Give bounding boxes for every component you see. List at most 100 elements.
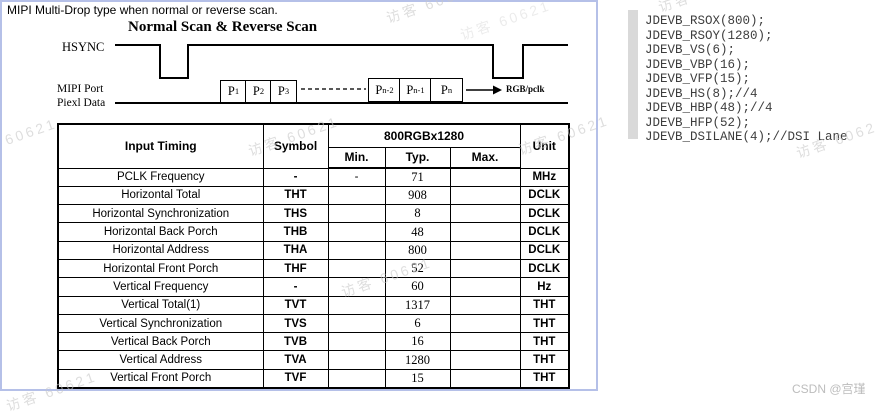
header-input-timing: Input Timing xyxy=(57,123,264,169)
cell-label: Vertical Back Porch xyxy=(57,332,264,352)
cell-min: - xyxy=(327,167,386,187)
cell-max xyxy=(449,350,521,370)
header-unit: Unit xyxy=(519,123,570,169)
cell-label: Vertical Front Porch xyxy=(57,368,264,389)
cell-symbol: TVA xyxy=(262,350,329,370)
cell-typ: 71 xyxy=(384,167,451,187)
cell-unit: MHz xyxy=(519,167,570,187)
input-timing-table: Input Timing Symbol 800RGBx1280 Unit Min… xyxy=(57,123,571,389)
code-line: JDEVB_VBP(16); xyxy=(645,57,751,72)
header-typ: Typ. xyxy=(384,146,451,169)
rgb-pclk-label: RGB/pclk xyxy=(506,84,545,94)
cell-unit: Hz xyxy=(519,277,570,297)
cell-symbol: THA xyxy=(262,240,329,260)
csdn-author-watermark: CSDN @宫瑾 xyxy=(792,382,866,396)
cell-label: Vertical Total(1) xyxy=(57,295,264,315)
code-line: JDEVB_HBP(48);//4 xyxy=(645,101,773,115)
header-max: Max. xyxy=(449,146,521,169)
cell-symbol: - xyxy=(262,167,329,187)
code-line: JDEVB_HFP(52); xyxy=(645,115,751,130)
cell-unit: THT xyxy=(519,368,570,389)
cell-min xyxy=(327,258,386,279)
cell-symbol: TVB xyxy=(262,332,329,352)
cell-min xyxy=(327,185,386,206)
document-image-frame xyxy=(0,0,598,391)
cell-max xyxy=(449,258,521,279)
cell-unit: THT xyxy=(519,313,570,334)
cell-symbol: THF xyxy=(262,258,329,279)
cell-min xyxy=(327,222,386,242)
cell-max xyxy=(449,185,521,206)
cell-min xyxy=(327,204,386,224)
cell-label: Horizontal Back Porch xyxy=(57,222,264,242)
cell-typ: 8 xyxy=(384,204,451,224)
cell-max xyxy=(449,368,521,389)
code-block: JDEVB_RSOX(800);JDEVB_RSOY(1280);JDEVB_V… xyxy=(645,14,848,145)
header-symbol: Symbol xyxy=(262,123,329,169)
header-resolution-group: 800RGBx1280 xyxy=(327,123,521,148)
cell-max xyxy=(449,240,521,260)
cell-max xyxy=(449,222,521,242)
cell-symbol: THT xyxy=(262,185,329,206)
cell-label: Vertical Address xyxy=(57,350,264,370)
table-row: Vertical Frequency- 60 Hz xyxy=(57,277,570,297)
cell-label: PCLK Frequency xyxy=(57,167,264,187)
cell-typ: 60 xyxy=(384,277,451,297)
cell-label: Vertical Frequency xyxy=(57,277,264,297)
cell-max xyxy=(449,277,521,297)
mipi-port-label-line1: MIPI Port xyxy=(57,83,104,95)
cell-typ: 908 xyxy=(384,185,451,206)
cell-unit: DCLK xyxy=(519,240,570,260)
code-line: JDEVB_DSILANE(4);//DSI Lane xyxy=(645,130,848,144)
cell-unit: DCLK xyxy=(519,258,570,279)
cell-label: Horizontal Front Porch xyxy=(57,258,264,279)
cell-symbol: THB xyxy=(262,222,329,242)
cell-typ: 48 xyxy=(384,222,451,242)
mipi-port-label: MIPI Port Piexl Data xyxy=(57,83,105,110)
code-line: JDEVB_HS(8);//4 xyxy=(645,86,758,101)
cell-typ: 16 xyxy=(384,332,451,352)
timing-waveform-diagram xyxy=(115,44,568,104)
cell-typ: 800 xyxy=(384,240,451,260)
code-line: JDEVB_VS(6); xyxy=(645,43,736,57)
cell-max xyxy=(449,295,521,315)
cell-unit: THT xyxy=(519,350,570,370)
rgb-arrow-head xyxy=(493,85,502,95)
code-block-gutter-bar xyxy=(628,10,638,139)
cell-symbol: THS xyxy=(262,204,329,224)
cell-symbol: - xyxy=(262,277,329,297)
header-min: Min. xyxy=(327,146,386,169)
cell-label: Horizontal Synchronization xyxy=(57,204,264,224)
cell-unit: DCLK xyxy=(519,185,570,206)
cell-typ: 1280 xyxy=(384,350,451,370)
cell-typ: 15 xyxy=(384,368,451,389)
cell-typ: 1317 xyxy=(384,295,451,315)
cell-label: Horizontal Total xyxy=(57,185,264,206)
cell-symbol: TVF xyxy=(262,368,329,389)
cell-max xyxy=(449,313,521,334)
cell-label: Horizontal Address xyxy=(57,240,264,260)
cell-max xyxy=(449,167,521,187)
cell-typ: 52 xyxy=(384,258,451,279)
cell-min xyxy=(327,350,386,370)
cell-symbol: TVS xyxy=(262,313,329,334)
code-line: JDEVB_RSOY(1280); xyxy=(645,28,773,43)
cell-min xyxy=(327,332,386,352)
timing-table-wrap: Input Timing Symbol 800RGBx1280 Unit Min… xyxy=(57,123,571,389)
cell-label: Vertical Synchronization xyxy=(57,313,264,334)
hsync-waveform xyxy=(115,44,568,79)
